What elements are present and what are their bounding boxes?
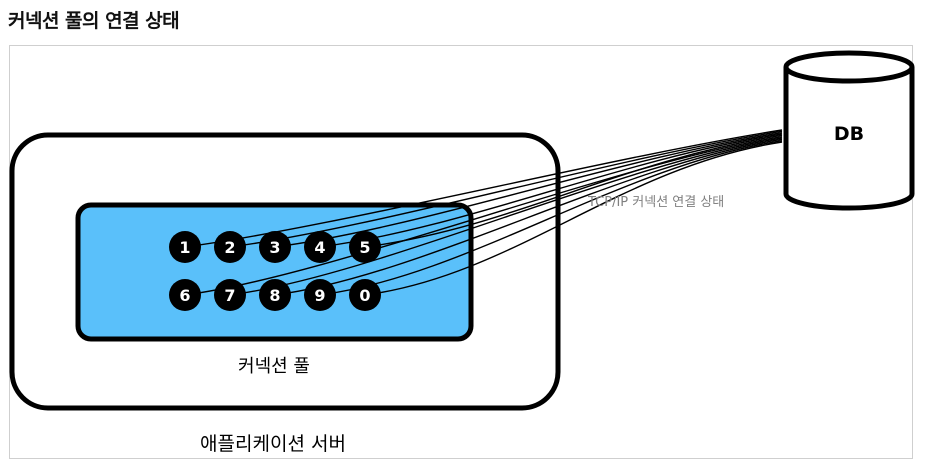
connection-0: 0 [349,279,381,311]
connection-circle [214,279,246,311]
connection-number: 5 [359,238,370,257]
connection-7: 7 [214,279,246,311]
connection-line-5 [364,134,783,248]
connection-circle [349,279,381,311]
connection-number: 4 [314,238,325,257]
connection-line-0 [364,141,783,296]
connection-circle [349,231,381,263]
connection-line-7 [229,137,783,296]
connection-5: 5 [349,231,381,263]
connection-line-3 [274,131,783,248]
db-cylinder-top [783,50,915,84]
connection-circle [259,231,291,263]
pool-label: 커넥션 풀 [238,356,310,377]
connection-circle [169,231,201,263]
connection-label: TCP/IP 커넥션 연결 상태 [587,195,724,210]
connection-6: 6 [169,279,201,311]
connection-circle [214,231,246,263]
connection-4: 4 [304,231,336,263]
connection-number: 3 [269,238,280,257]
diagram-frame [9,45,913,459]
connection-3: 3 [259,231,291,263]
connection-number: 0 [359,286,370,305]
connection-circles: 1 2 3 4 5 6 7 8 9 0 [169,231,381,311]
connection-2: 2 [214,231,246,263]
server-label: 애플리케이션 서버 [200,433,346,455]
page-title: 커넥션 풀의 연결 상태 [8,10,180,32]
connection-circle [304,279,336,311]
connection-line-8 [274,138,783,296]
connection-circle [304,231,336,263]
connection-line-9 [319,139,783,296]
connection-1: 1 [169,231,201,263]
connection-number: 8 [269,286,280,305]
connection-pool-box [75,202,474,342]
db-label: DB [834,123,864,145]
connection-circle [259,279,291,311]
connection-number: 9 [314,286,325,305]
connection-line-1 [184,129,783,248]
connection-circle [169,279,201,311]
connection-lines [184,129,783,296]
connection-number: 1 [179,238,190,257]
connection-line-2 [229,130,783,248]
db-cylinder-body [783,67,915,211]
connection-number: 7 [224,286,235,305]
connection-line-4 [319,133,783,248]
connection-number: 6 [179,286,190,305]
connection-8: 8 [259,279,291,311]
connection-line-6 [184,135,783,296]
connection-9: 9 [304,279,336,311]
connection-number: 2 [224,238,235,257]
db-cylinder: DB [783,50,915,211]
